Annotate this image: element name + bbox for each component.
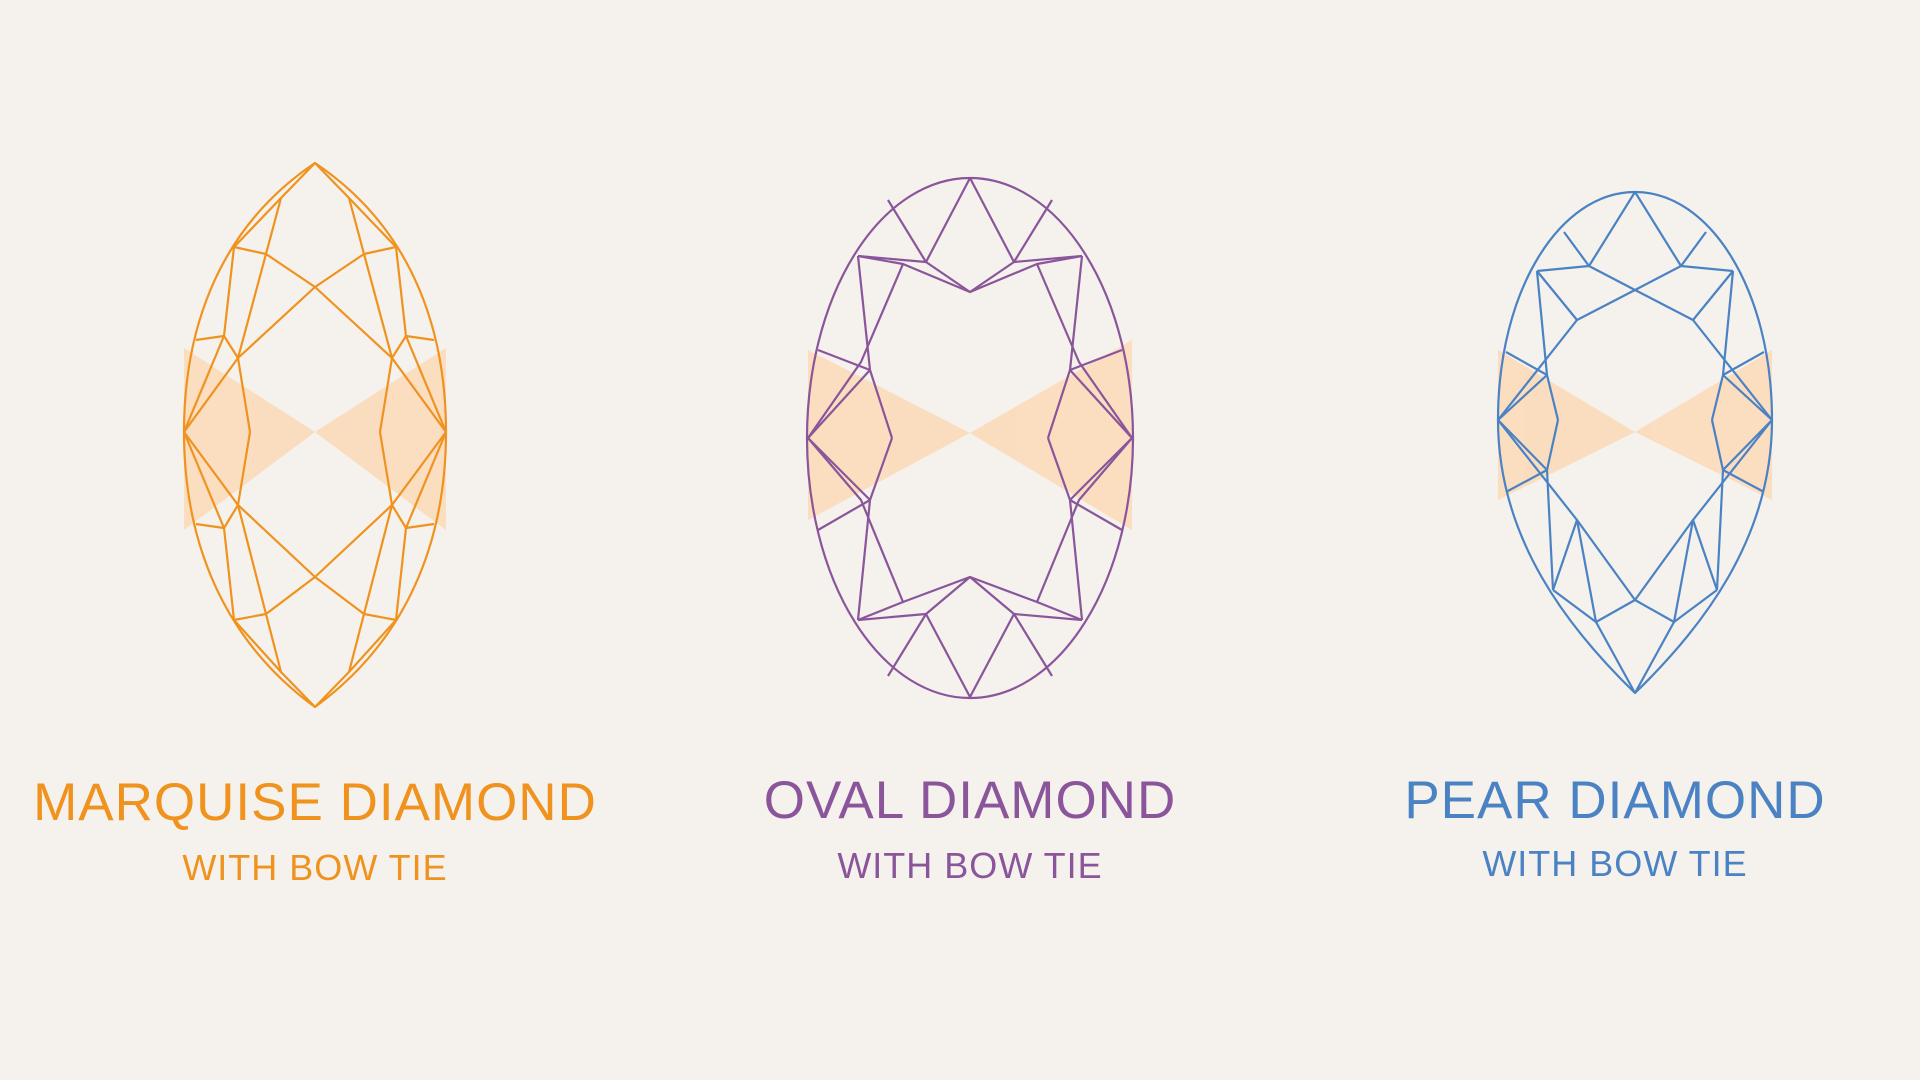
pear-subtitle: WITH BOW TIE bbox=[1482, 843, 1748, 884]
marquise-bow-tie bbox=[184, 348, 446, 530]
oval-diamond-panel: OVAL DIAMOND WITH BOW TIE bbox=[630, 0, 1310, 1080]
oval-facets bbox=[805, 176, 1135, 700]
marquise-subtitle: WITH BOW TIE bbox=[182, 847, 448, 888]
oval-diamond-diagram bbox=[805, 176, 1135, 700]
marquise-diamond-panel: MARQUISE DIAMOND WITH BOW TIE bbox=[0, 0, 630, 1080]
marquise-diamond-diagram bbox=[182, 161, 448, 709]
pear-facets bbox=[1496, 190, 1774, 695]
marquise-facets bbox=[182, 161, 448, 709]
pear-diamond-diagram bbox=[1496, 190, 1774, 695]
pear-title: PEAR DIAMOND bbox=[1404, 771, 1826, 830]
marquise-title: MARQUISE DIAMOND bbox=[33, 773, 597, 832]
oval-subtitle: WITH BOW TIE bbox=[837, 845, 1103, 886]
pear-bow-tie bbox=[1498, 350, 1772, 500]
pear-diamond-panel: PEAR DIAMOND WITH BOW TIE bbox=[1310, 0, 1920, 1080]
oval-title: OVAL DIAMOND bbox=[763, 771, 1177, 830]
